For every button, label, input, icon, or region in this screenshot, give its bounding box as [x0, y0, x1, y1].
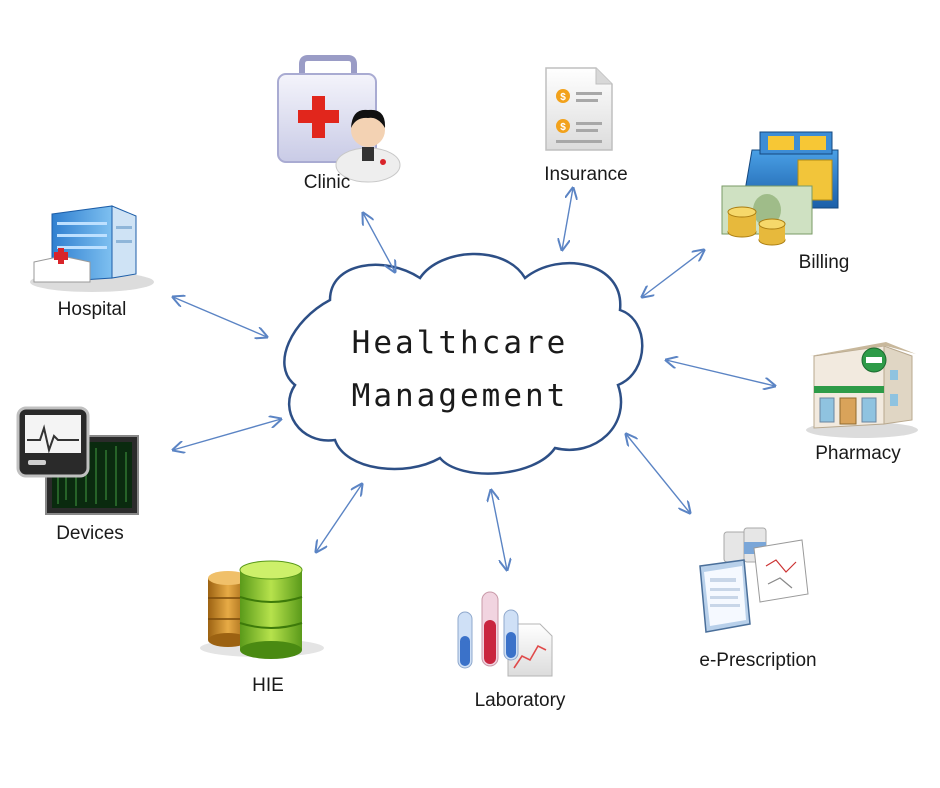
node-hie: HIE — [200, 560, 324, 696]
node-pharmacy: Pharmacy — [806, 342, 918, 464]
arrow-pharmacy — [666, 360, 775, 386]
node-eprescription: e-Prescription — [699, 527, 817, 671]
node-label-billing: Billing — [799, 252, 850, 273]
connectors — [173, 188, 775, 570]
node-label-devices: Devices — [56, 523, 124, 544]
node-laboratory: Laboratory — [457, 591, 566, 711]
hospital-building-icon — [30, 205, 154, 292]
database-cylinders-icon — [200, 560, 324, 659]
arrow-eprescription — [626, 434, 690, 513]
arrow-hie — [316, 484, 362, 552]
node-label-clinic: Clinic — [304, 172, 350, 193]
node-label-hie: HIE — [252, 675, 284, 696]
node-insurance: $ $ Insurance — [544, 67, 628, 185]
cloud-title-line2: Management — [352, 378, 569, 414]
cloud-shape — [283, 252, 644, 475]
svg-text:$: $ — [560, 122, 566, 133]
arrow-billing — [642, 250, 704, 297]
central-cloud: Healthcare Management — [283, 252, 644, 475]
arrow-clinic — [363, 213, 395, 272]
node-clinic: Clinic — [277, 55, 401, 193]
node-label-eprescription: e-Prescription — [699, 650, 816, 671]
arrow-devices — [173, 419, 281, 450]
svg-text:$: $ — [560, 92, 566, 103]
node-devices: Devices — [16, 406, 139, 544]
insurance-document-icon: $ $ — [545, 67, 613, 151]
arrow-laboratory — [491, 490, 507, 570]
node-label-pharmacy: Pharmacy — [815, 443, 901, 464]
node-label-laboratory: Laboratory — [475, 690, 566, 711]
arrow-insurance — [562, 188, 573, 250]
pharmacy-store-icon — [806, 342, 918, 438]
node-hospital: Hospital — [30, 205, 154, 320]
node-label-insurance: Insurance — [544, 164, 627, 185]
first-aid-kit-doctor-icon — [277, 55, 401, 183]
test-tubes-chart-icon — [457, 591, 553, 677]
arrow-hospital — [173, 297, 267, 337]
node-billing: Billing — [721, 131, 850, 273]
node-label-hospital: Hospital — [58, 299, 127, 320]
prescription-bottles-icon — [699, 527, 809, 633]
cash-register-money-icon — [721, 131, 839, 246]
cloud-title-line1: Healthcare — [352, 325, 569, 361]
medical-monitor-icon — [16, 406, 139, 515]
